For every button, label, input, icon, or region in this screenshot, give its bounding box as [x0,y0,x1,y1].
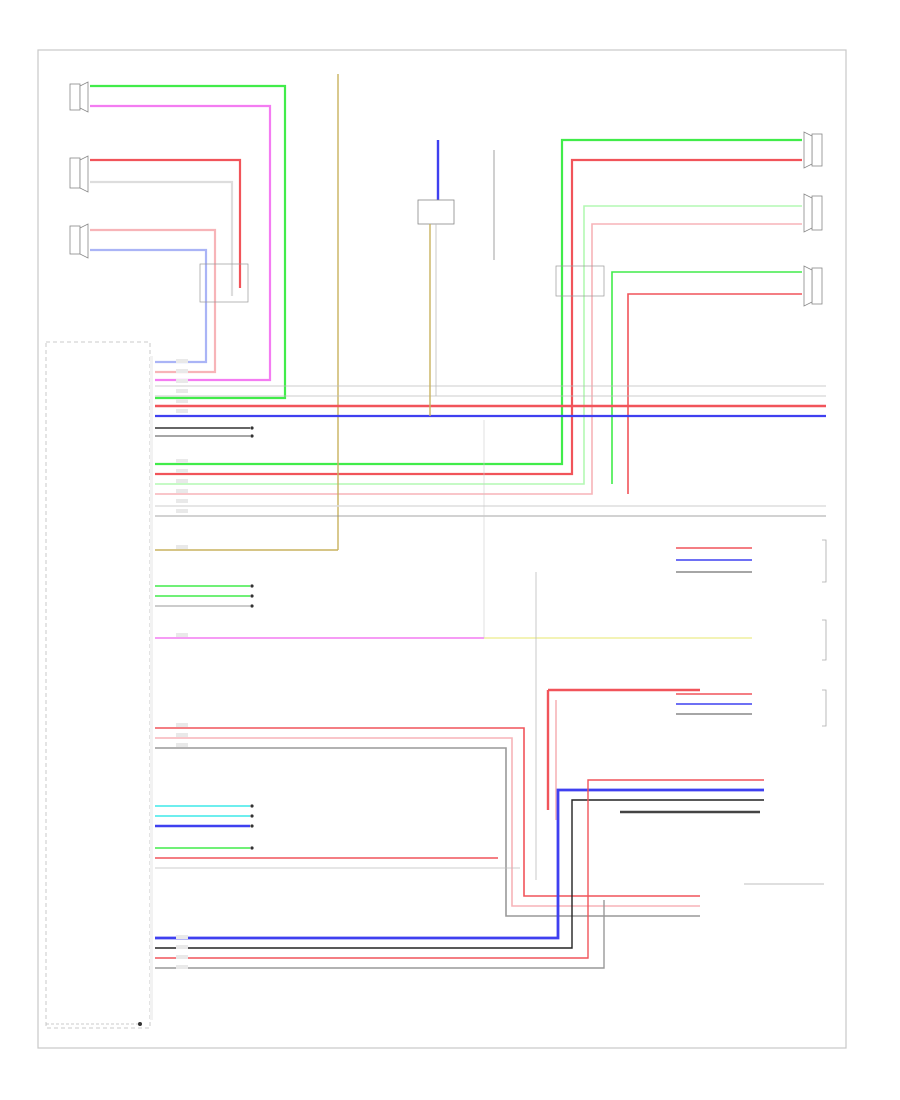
lower-signal-wires [155,688,752,917]
right-tweeter-wires [155,205,802,495]
main-bus-wires [155,224,826,551]
right-rear-speaker-wires [611,271,802,494]
signal-line-mid [155,420,752,639]
top-power-feeds [337,74,495,550]
right-crossover-network [555,265,605,297]
left-tweeter-wires [90,158,242,296]
right-front-speaker-wires [155,138,802,476]
right-component-brackets [744,539,827,885]
steering-stub-arrows [250,804,254,850]
stub-wires-upper [155,427,250,607]
left-rear-speaker [69,81,89,113]
unit-pin-markers [150,356,153,1020]
left-crossover-network [199,263,249,303]
left-front-speaker [69,223,89,259]
ground-stub [46,1022,142,1026]
steering-switch-wires [155,805,520,869]
left-front-speaker-wires [90,228,217,374]
right-rear-speaker [803,265,823,307]
left-tweeter [69,155,89,193]
front-speaker-amplifier-connector [417,199,455,225]
combination-meter-connector [535,547,752,880]
stub-arrows-upper [250,426,254,608]
wire-label-plates [176,359,188,969]
left-rear-speaker-wires [90,84,287,400]
diagram-frame [37,49,847,1049]
audio-control-unit-box [45,341,151,1029]
right-front-speaker [803,131,823,169]
usb-aux-cables [155,779,764,969]
right-tweeter [803,193,823,233]
